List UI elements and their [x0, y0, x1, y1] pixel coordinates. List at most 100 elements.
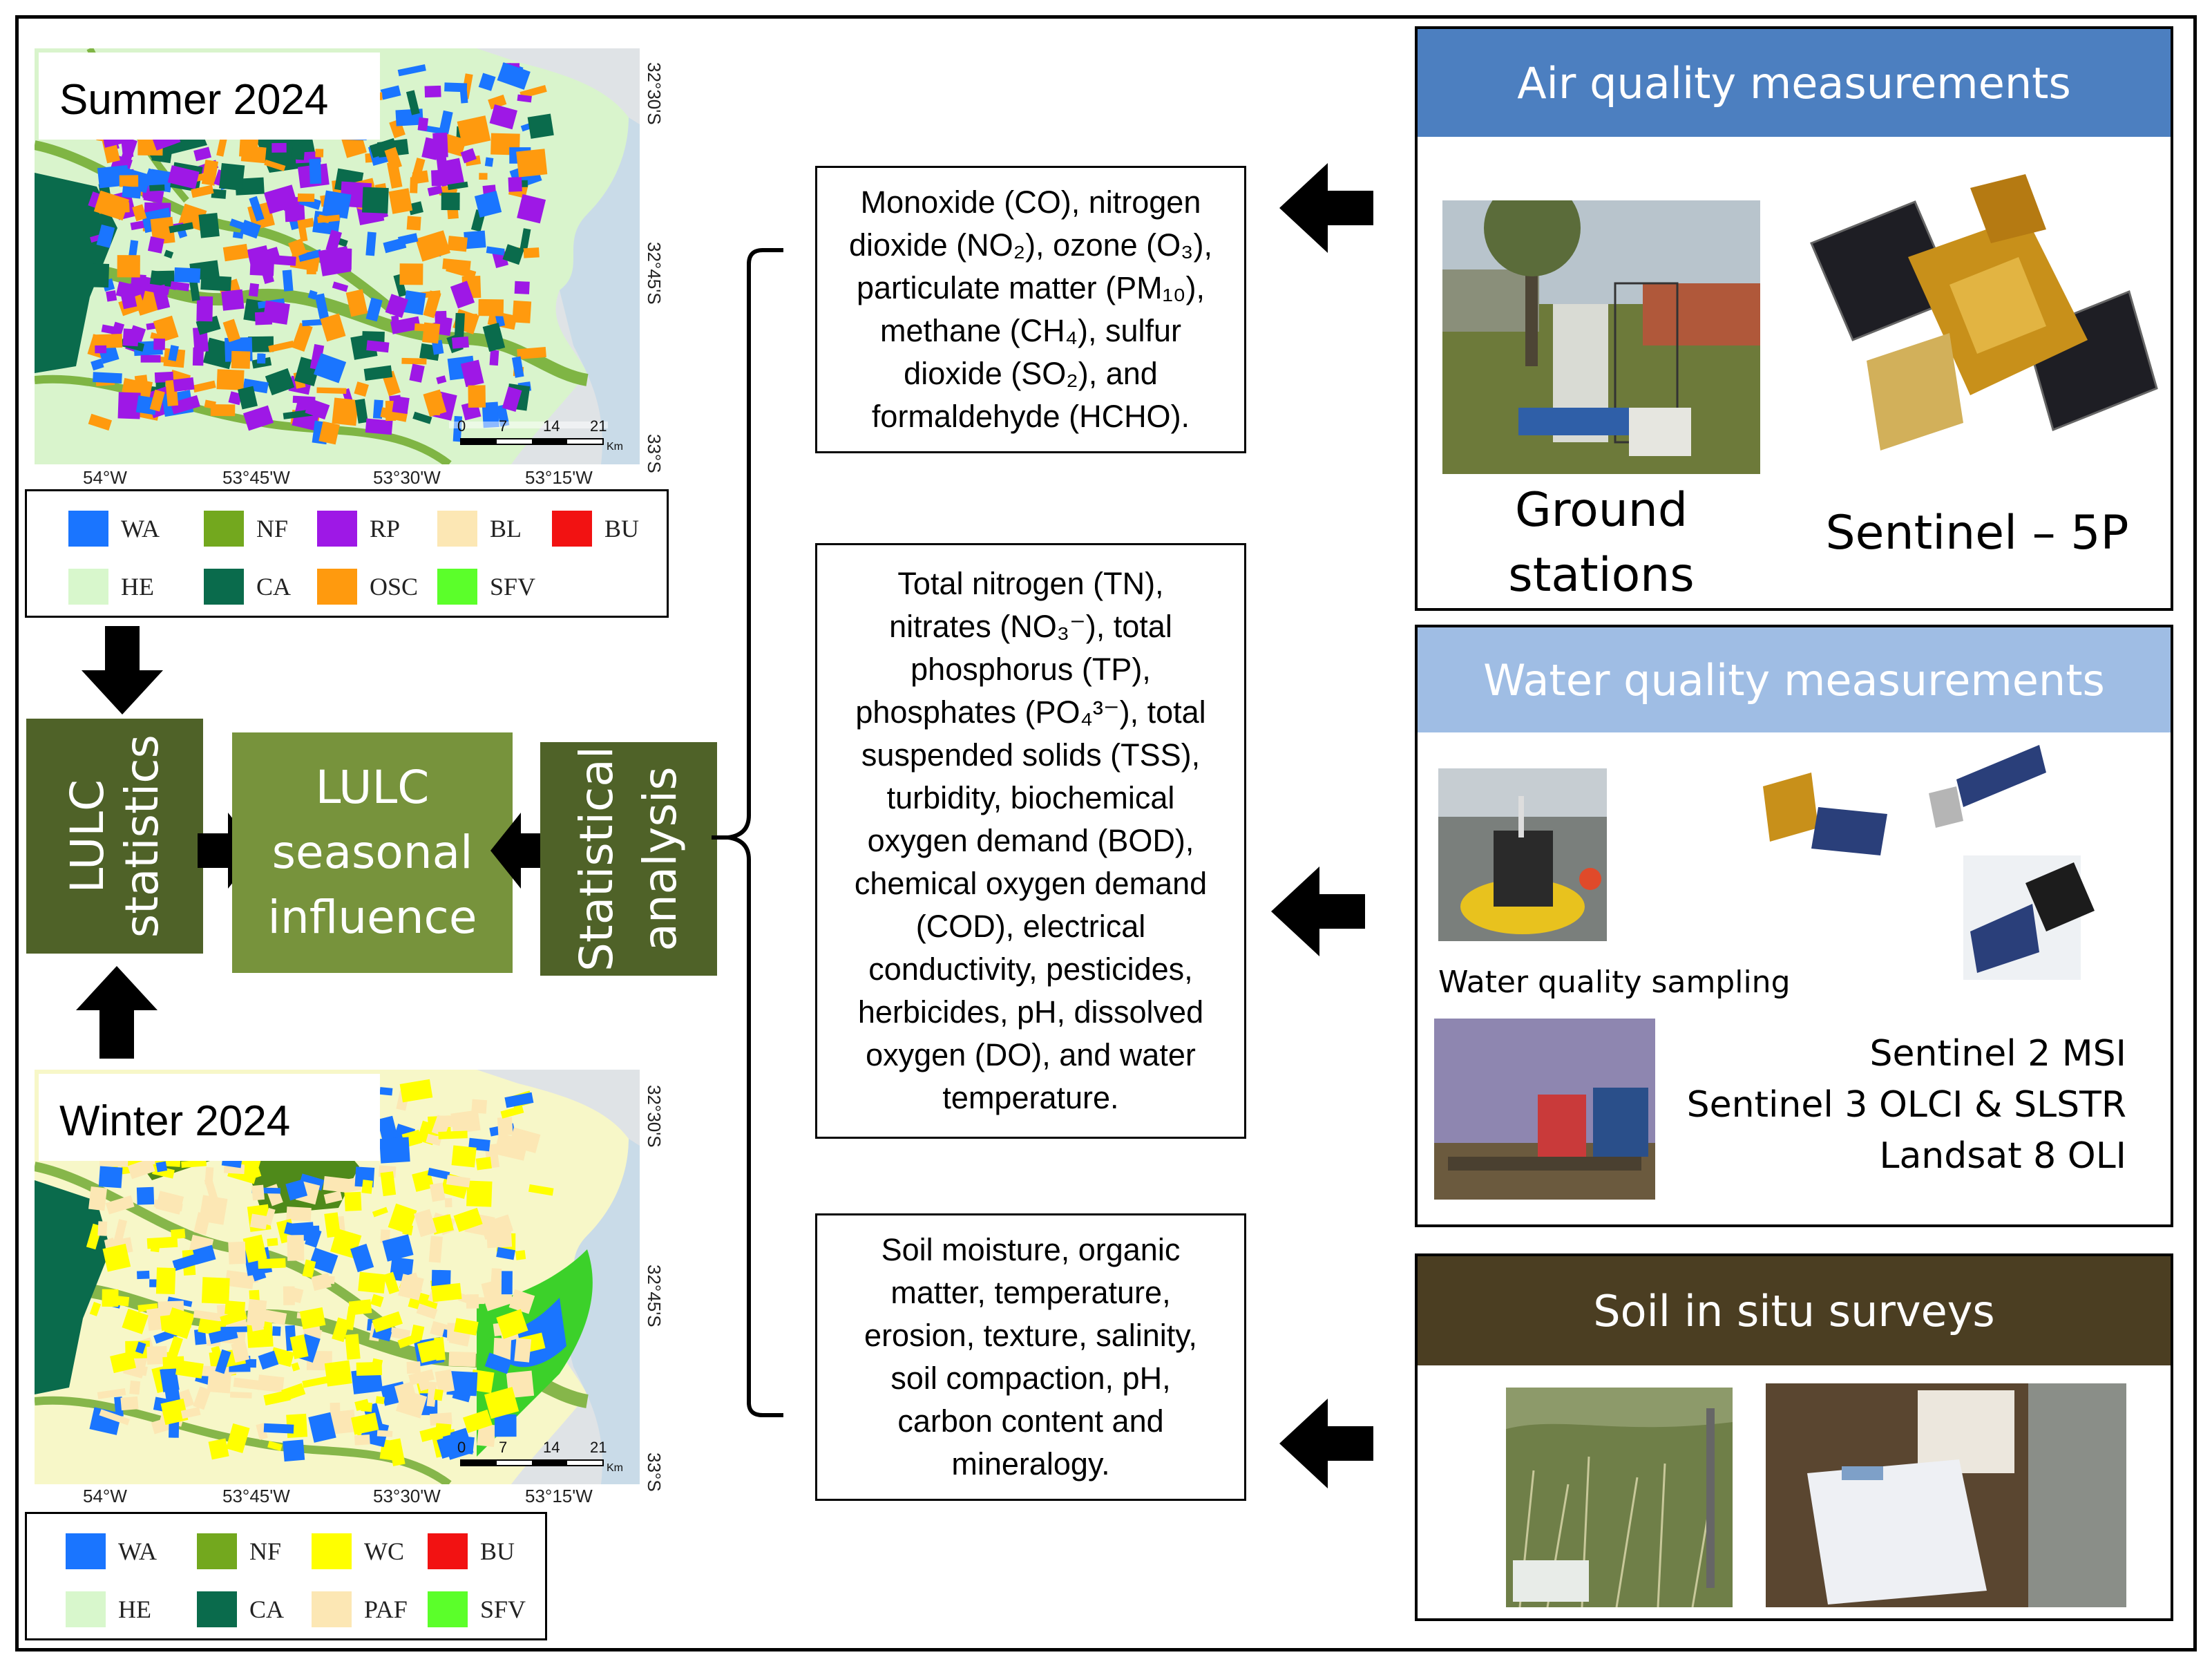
- legend-swatch-sfv: [437, 569, 477, 605]
- air-parameter-line: methane (CH₄), sulfur: [879, 313, 1181, 348]
- winter-lat-tick-3: 33°S: [644, 1452, 665, 1492]
- sensor-sentinel-3: Sentinel 3 OLCI & SLSTR: [1686, 1084, 2126, 1126]
- scale-label-21: 21: [590, 1439, 607, 1456]
- air-parameter-line: dioxide (NO₂), ozone (O₃),: [849, 227, 1212, 263]
- scale-label-7: 7: [499, 1439, 508, 1456]
- water-panel-header: Water quality measurements: [1418, 627, 2171, 732]
- legend-label-rp: RP: [370, 515, 401, 542]
- scale-bar-line: [460, 438, 604, 445]
- legend-label-wa: WA: [118, 1537, 157, 1565]
- soil-surveys-panel: Soil in situ surveys: [1415, 1253, 2173, 1621]
- water-parameter-line: oxygen (DO), and water: [866, 1037, 1196, 1072]
- legend-label-bl: BL: [490, 515, 522, 542]
- air-quality-panel: Air quality measurements Ground stations: [1415, 26, 2173, 611]
- statistical-analysis-box: Statistical analysis: [540, 742, 717, 976]
- scale-label-0: 0: [457, 417, 466, 435]
- legend-swatch-ca: [197, 1591, 237, 1627]
- soil-panel-title: Soil in situ surveys: [1593, 1285, 1995, 1336]
- statistical-analysis-label: Statistical analysis: [565, 746, 692, 972]
- legend-label-ca: CA: [256, 573, 292, 600]
- soil-sampling-photo: [1766, 1383, 2126, 1607]
- scale-label-14: 14: [543, 417, 560, 435]
- soil-parameter-line: soil compaction, pH,: [890, 1361, 1171, 1396]
- sentinel-5p-satellite-image: [1798, 160, 2171, 485]
- legend-swatch-he: [68, 569, 108, 605]
- water-parameters-text: Total nitrogen (TN), nitrates (NO₃⁻), tot…: [855, 562, 1207, 1119]
- legend-item-ca: CA: [204, 565, 291, 609]
- winter-lat-tick-1: 32°30'S: [644, 1085, 665, 1148]
- legend-item-bl: BL: [437, 507, 522, 551]
- winter-lon-tick-2: 53°45'W: [222, 1486, 290, 1506]
- arrow-left-air-icon: [1279, 163, 1373, 253]
- grassland-photo: [1506, 1388, 1733, 1607]
- summer-lat-tick-1: 32°30'S: [644, 62, 665, 125]
- arrow-left-soil-icon: [1279, 1399, 1373, 1488]
- summer-map: Summer 2024 0 7 14 21 Km: [35, 48, 640, 464]
- soil-parameter-line: erosion, texture, salinity,: [864, 1318, 1197, 1353]
- legend-item-nf: NF: [197, 1529, 281, 1573]
- legend-label-nf: NF: [256, 515, 289, 542]
- statistical-analysis-line-2: analysis: [633, 766, 687, 952]
- air-panel-title: Air quality measurements: [1517, 57, 2071, 108]
- arrow-left-icon: [490, 813, 551, 889]
- ground-stations-label: Ground stations: [1442, 478, 1760, 608]
- water-parameter-line: herbicides, pH, dissolved: [857, 994, 1204, 1030]
- legend-label-bu: BU: [480, 1537, 515, 1565]
- legend-label-paf: PAF: [364, 1596, 408, 1623]
- scale-unit: Km: [607, 441, 623, 453]
- water-parameter-line: chemical oxygen demand: [854, 866, 1208, 901]
- legend-swatch-osc: [317, 569, 357, 605]
- legend-swatch-wc: [312, 1533, 352, 1569]
- legend-swatch-ca: [204, 569, 244, 605]
- summer-lat-tick-2: 32°45'S: [644, 242, 665, 305]
- soil-panel-header: Soil in situ surveys: [1418, 1256, 2171, 1365]
- summer-scale-bar: 0 7 14 21 Km: [457, 417, 630, 459]
- water-panel-title: Water quality measurements: [1483, 654, 2105, 706]
- buoy-photo: [1438, 768, 1607, 941]
- legend-swatch-bu: [428, 1533, 468, 1569]
- lulc-seasonal-line-3: influence: [267, 891, 477, 944]
- legend-swatch-he: [66, 1591, 106, 1627]
- legend-swatch-wa: [68, 511, 108, 547]
- winter-map: Winter 2024 0 7 14 21 Km: [35, 1070, 640, 1484]
- legend-swatch-bu: [552, 511, 592, 547]
- soil-parameter-line: Soil moisture, organic: [881, 1232, 1181, 1267]
- legend-item-he: HE: [68, 565, 154, 609]
- summer-lon-tick-2: 53°45'W: [222, 467, 290, 488]
- water-sampling-photo: [1434, 1019, 1655, 1200]
- summer-lon-tick-3: 53°30'W: [373, 467, 441, 488]
- legend-label-he: HE: [118, 1596, 151, 1623]
- soil-parameter-line: carbon content and: [897, 1403, 1164, 1439]
- scale-unit: Km: [607, 1462, 623, 1474]
- air-parameter-line: particulate matter (PM₁₀),: [857, 270, 1205, 305]
- scale-label-14: 14: [543, 1439, 560, 1456]
- legend-item-paf: PAF: [312, 1587, 408, 1631]
- brace-connector: [712, 248, 783, 1417]
- legend-swatch-nf: [204, 511, 244, 547]
- legend-item-wa: WA: [68, 507, 160, 551]
- legend-item-wc: WC: [312, 1529, 404, 1573]
- water-parameter-line: suspended solids (TSS),: [861, 737, 1201, 773]
- legend-label-bu: BU: [604, 515, 640, 542]
- water-parameter-line: Total nitrogen (TN),: [897, 566, 1164, 601]
- legend-swatch-nf: [197, 1533, 237, 1569]
- sensor-sentinel-2: Sentinel 2 MSI: [1869, 1033, 2126, 1075]
- water-parameter-line: nitrates (NO₃⁻), total: [889, 609, 1172, 644]
- legend-item-he: HE: [66, 1587, 151, 1631]
- air-panel-header: Air quality measurements: [1418, 29, 2171, 137]
- statistical-analysis-line-1: Statistical: [570, 746, 624, 972]
- lulc-statistics-box: LULC statistics: [26, 719, 203, 954]
- legend-swatch-sfv: [428, 1591, 468, 1627]
- soil-parameter-line: mineralogy.: [951, 1446, 1110, 1482]
- water-sampling-label: Water quality sampling: [1438, 965, 1791, 1000]
- arrow-down-icon: [82, 626, 163, 714]
- ground-station-photo: [1442, 200, 1760, 474]
- legend-swatch-wa: [66, 1533, 106, 1569]
- legend-item-sfv: SFV: [428, 1587, 526, 1631]
- legend-label-ca: CA: [249, 1596, 285, 1623]
- legend-label-he: HE: [121, 573, 154, 600]
- legend-item-rp: RP: [317, 507, 400, 551]
- summer-legend: WA NF RP BL BU HE CA OSC SFV: [25, 489, 669, 618]
- water-parameter-line: turbidity, biochemical: [886, 780, 1175, 815]
